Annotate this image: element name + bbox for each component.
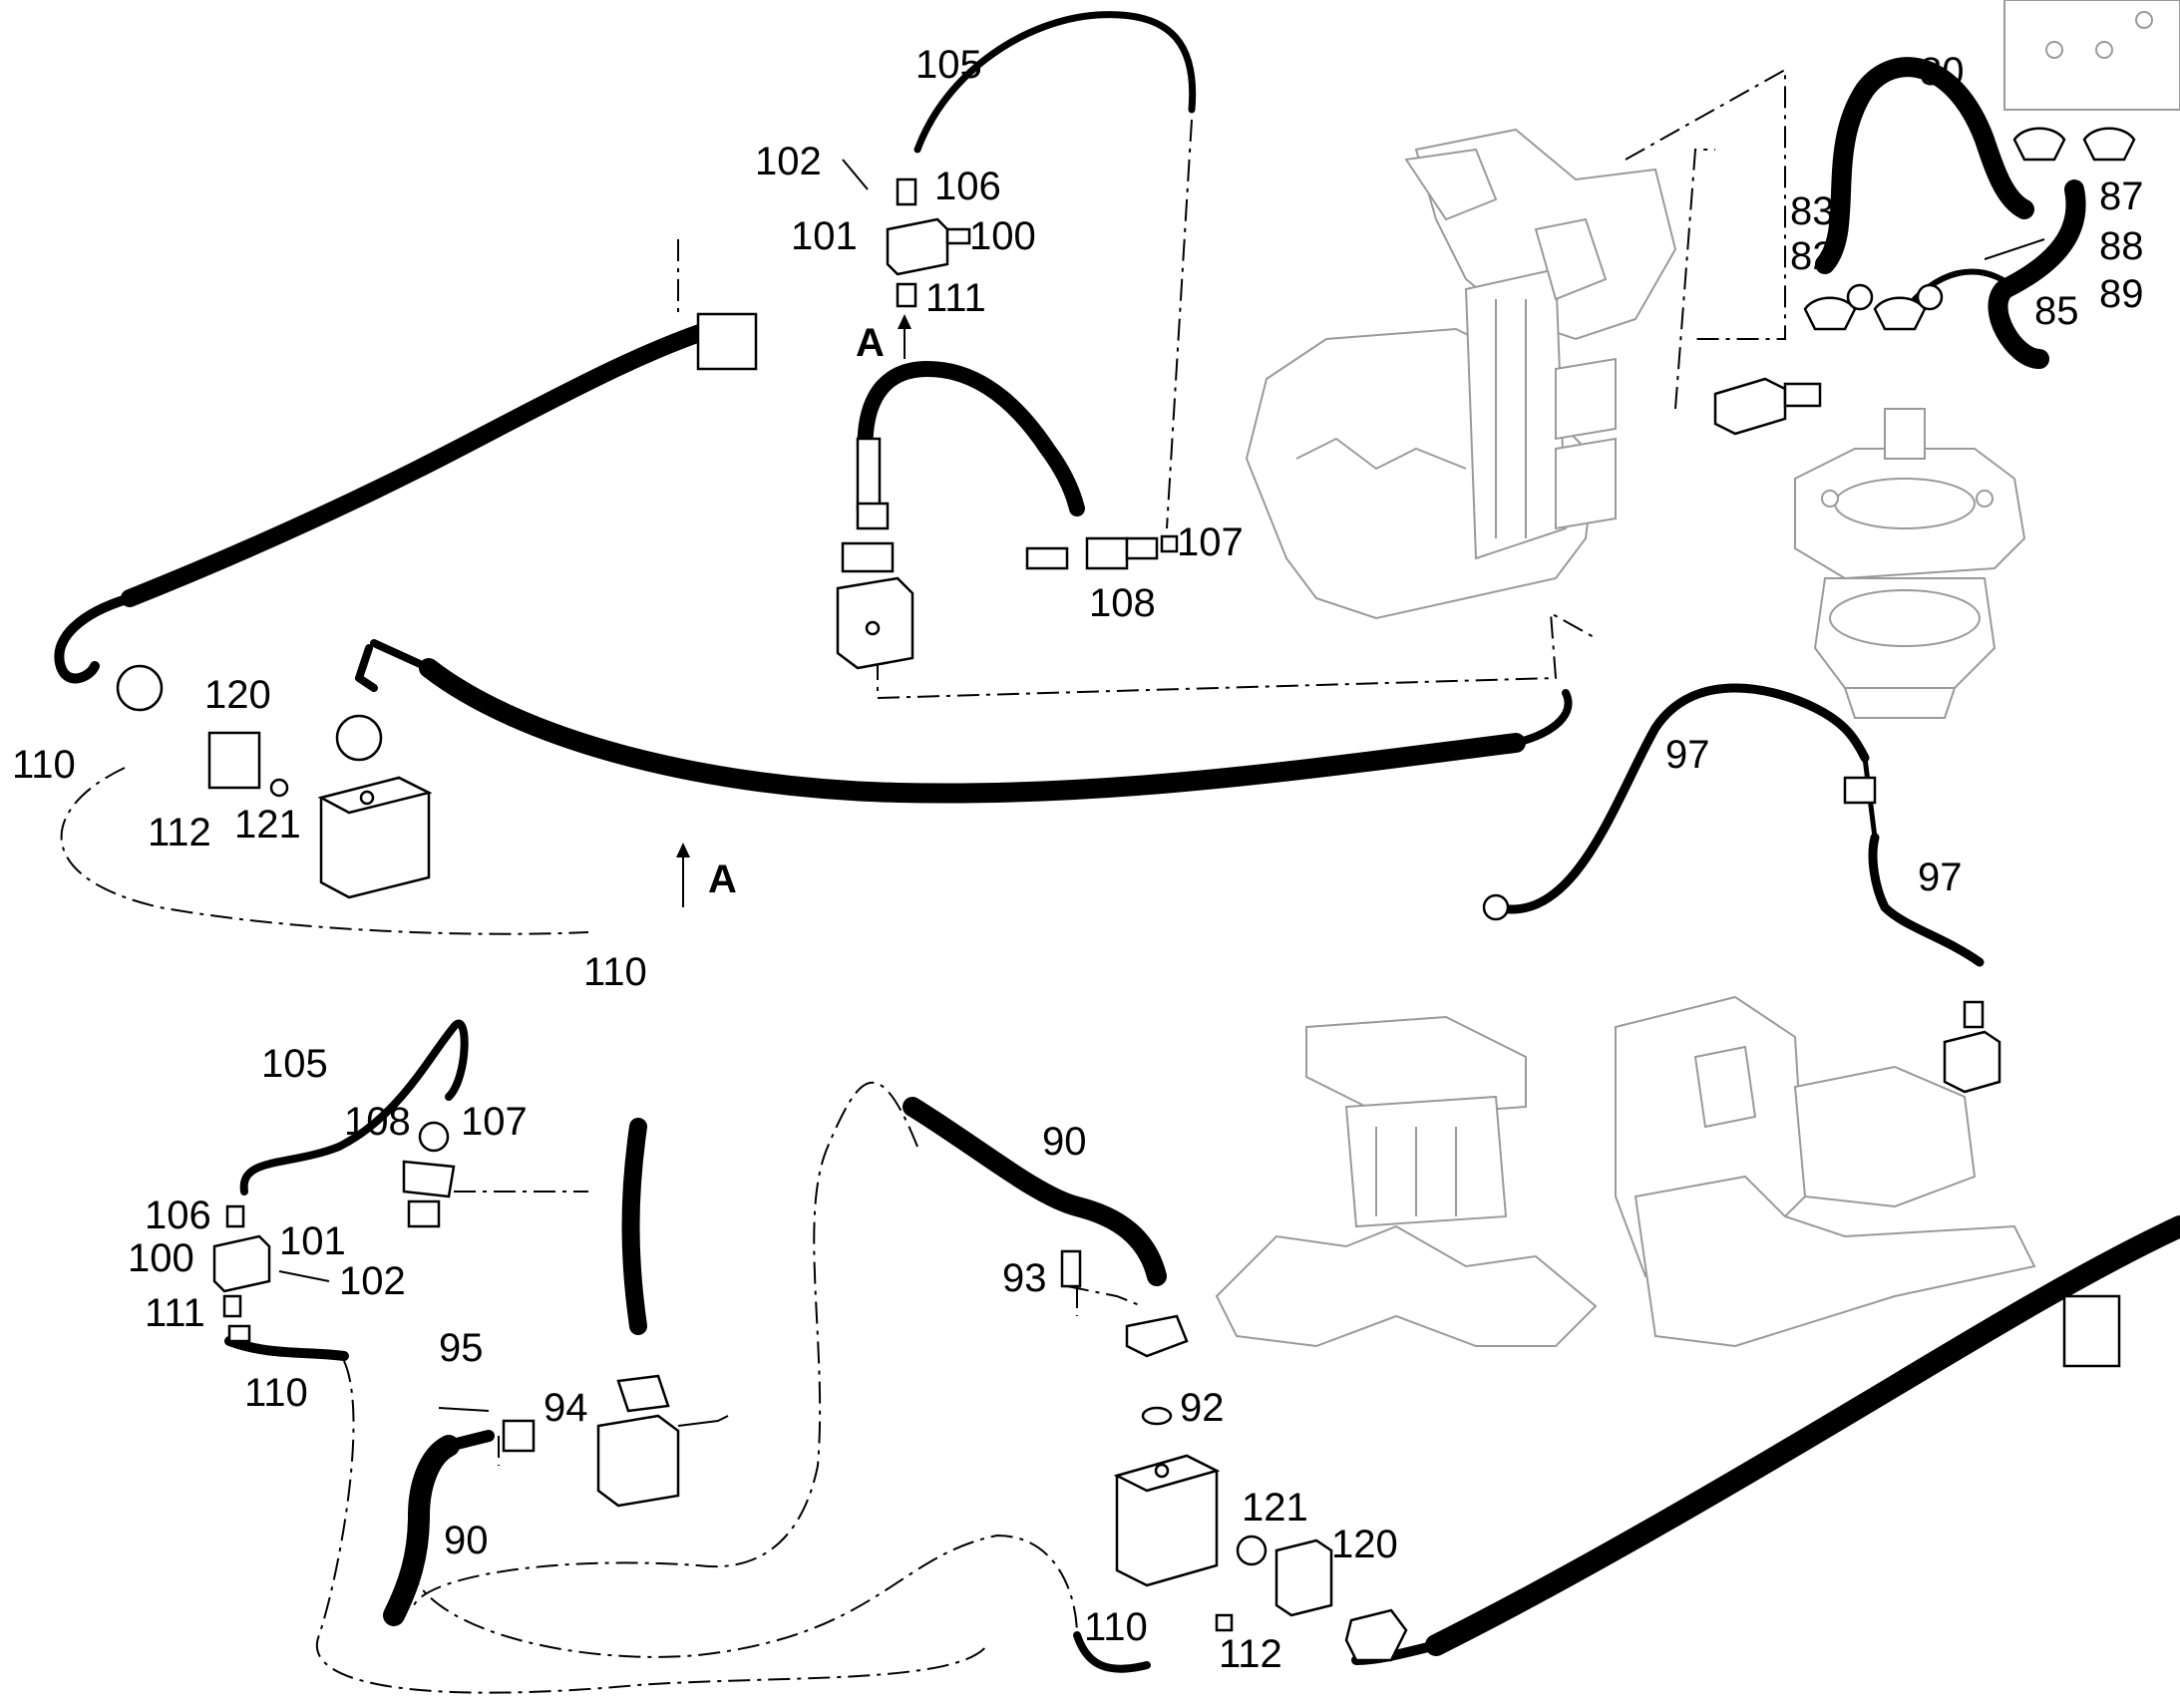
flange-120-121-bottom	[1215, 1535, 1408, 1662]
callout-121-upper: 121	[234, 803, 301, 847]
fitting-cluster-107-108	[1025, 534, 1179, 570]
hose-long-middle	[355, 639, 1573, 804]
lower-frame-ghost	[1215, 995, 2036, 1348]
callout-110-bottom-left: 110	[244, 1371, 308, 1415]
hose-110-bottom-left	[224, 1336, 349, 1361]
callout-80: 80	[1920, 50, 1965, 94]
callout-120-bottom: 120	[1331, 1523, 1398, 1566]
upper-frame-ghost	[1245, 128, 1677, 620]
hose-long-upper-left	[54, 312, 758, 684]
callout-93: 93	[1002, 1256, 1047, 1300]
slew-motor-ghost	[1794, 408, 2026, 719]
callout-105-bottom: 105	[261, 1042, 328, 1086]
hose-center-top	[856, 361, 1085, 516]
callout-87: 87	[2099, 174, 2144, 218]
top-right-valve-block-ghost	[2003, 0, 2180, 111]
callout-110-mid: 110	[583, 950, 647, 994]
callout-112-upper: 112	[148, 811, 211, 854]
block-100-101-upper	[842, 159, 971, 308]
hose-105-top	[913, 11, 1197, 154]
fittings-82-83-87	[1713, 127, 2136, 436]
callout-102-top: 102	[755, 140, 822, 183]
callout-107-top: 107	[1177, 520, 1244, 564]
callout-102-bottom: 102	[339, 1259, 406, 1303]
view-label-a-top: A	[856, 321, 885, 365]
callout-95: 95	[439, 1326, 484, 1370]
hose-97	[1491, 683, 1985, 967]
fittings-107-108-bottom	[402, 1121, 456, 1228]
fitting-97-elbow	[1482, 776, 2001, 1094]
callout-labels: 80 82 83 85 87 88 89 105 102 106 101 100…	[12, 43, 2144, 1676]
callout-120-upper: 120	[204, 673, 271, 717]
callout-105-top: 105	[915, 43, 982, 87]
callout-90-left: 90	[444, 1519, 489, 1562]
valve-block-upper	[116, 664, 433, 899]
block-92-93	[1060, 1249, 1221, 1587]
callout-108-top: 108	[1089, 581, 1156, 625]
callout-107-bottom: 107	[461, 1100, 528, 1144]
callout-108-bottom: 108	[344, 1100, 411, 1144]
hose-110-bottom	[1073, 1631, 1151, 1673]
hose-90-left	[383, 1118, 647, 1626]
valve-block-upper-center	[836, 502, 914, 670]
callout-110-bottom: 110	[1084, 1605, 1148, 1649]
callout-111-top: 111	[925, 276, 986, 320]
callout-101-top: 101	[791, 214, 858, 258]
callout-85: 85	[2034, 289, 2079, 333]
block-100-bottom-left	[212, 1204, 330, 1343]
callout-111-bottom: 111	[145, 1291, 205, 1335]
callout-106-bottom: 106	[145, 1194, 211, 1237]
callout-101-bottom: 101	[279, 1219, 346, 1263]
callout-94: 94	[544, 1386, 588, 1430]
callout-112-bottom: 112	[1219, 1632, 1282, 1676]
callout-110-upper: 110	[12, 743, 76, 787]
callout-106-top: 106	[934, 165, 1001, 208]
view-marker-a-mid: A	[676, 843, 737, 907]
callout-97-a: 97	[1665, 733, 1710, 777]
callout-90-right: 90	[1042, 1120, 1087, 1164]
callout-97-b: 97	[1918, 855, 1963, 899]
callout-88: 88	[2099, 224, 2144, 268]
hose-90-right	[903, 1097, 1167, 1286]
callout-82: 82	[1790, 234, 1835, 278]
connection-lines	[60, 68, 1786, 1694]
callout-83: 83	[1790, 189, 1835, 233]
callout-121-bottom: 121	[1242, 1486, 1308, 1530]
block-94	[438, 1374, 729, 1508]
callout-100-top: 100	[969, 214, 1036, 258]
callout-89: 89	[2099, 272, 2144, 316]
view-marker-a-top: A	[856, 314, 911, 365]
callout-92: 92	[1180, 1386, 1225, 1430]
view-label-a-mid: A	[708, 857, 737, 901]
hose-105-bottom	[239, 1019, 469, 1196]
callout-100-bottom: 100	[128, 1236, 194, 1280]
